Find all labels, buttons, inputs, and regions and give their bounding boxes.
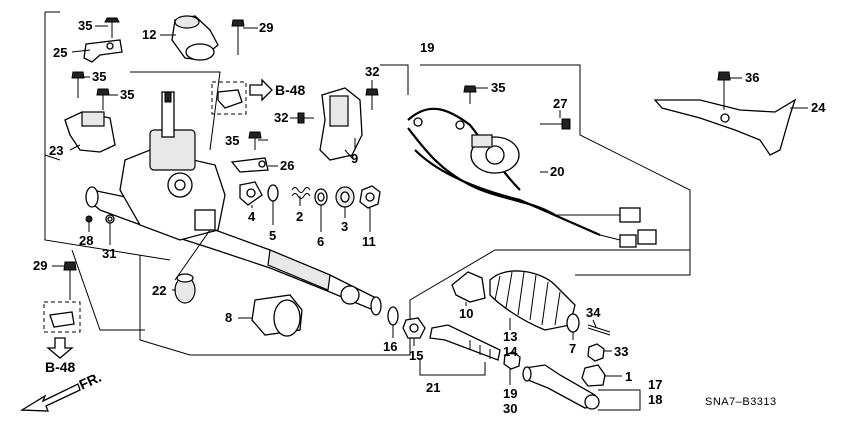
label-20: 20 (550, 164, 564, 179)
label-25: 25 (53, 45, 67, 60)
label-35d: 35 (491, 80, 505, 95)
label-16: 16 (383, 339, 397, 354)
label-29a: 29 (259, 20, 273, 35)
plug-3 (335, 186, 355, 208)
label-18: 18 (648, 392, 662, 407)
bracket-9 (319, 87, 363, 161)
label-4: 4 (248, 209, 256, 224)
label-2: 2 (296, 209, 303, 224)
ring-10 (451, 271, 486, 303)
steering-rack-assembly (85, 91, 382, 316)
bolt-35a (104, 17, 120, 38)
bolt-27 (540, 118, 571, 130)
nut-19-30 (503, 351, 521, 370)
bracket-25 (83, 39, 123, 63)
tie-rod-end-17-18 (522, 364, 600, 410)
bolt-29a (231, 19, 245, 55)
screw-28 (85, 215, 93, 223)
label-6: 6 (317, 234, 324, 249)
bracket-24 (653, 98, 797, 156)
label-30: 30 (503, 401, 517, 416)
label-35a: 35 (78, 18, 92, 33)
tie-rod-21 (429, 324, 501, 361)
label-32a: 32 (365, 64, 379, 79)
spring-2 (291, 187, 311, 199)
label-35b: 35 (92, 69, 106, 84)
label-36: 36 (745, 70, 759, 85)
mount-22 (174, 273, 196, 304)
label-1: 1 (625, 369, 632, 384)
assembly-outline (44, 11, 691, 356)
bolt-35d (463, 85, 477, 104)
label-27: 27 (553, 96, 567, 111)
label-35c: 35 (120, 87, 134, 102)
cotter-pin-34 (587, 324, 611, 336)
ring-5 (267, 184, 279, 202)
bolt-32a (365, 88, 379, 110)
label-19b: 19 (503, 386, 517, 401)
label-26: 26 (280, 158, 294, 173)
label-15: 15 (409, 348, 423, 363)
arrow-b48-top (249, 78, 273, 102)
label-10: 10 (459, 306, 473, 321)
label-32b: 32 (274, 110, 288, 125)
boot-13-14 (489, 270, 576, 331)
label-11: 11 (362, 234, 376, 249)
bolt-35e (248, 131, 262, 150)
arrow-b48-bottom (46, 337, 74, 359)
seal-16 (387, 306, 399, 326)
bolt-35b (71, 71, 85, 98)
nut-11 (359, 185, 381, 209)
label-22: 22 (152, 283, 166, 298)
washer-6 (314, 188, 328, 206)
label-14: 14 (503, 344, 518, 359)
ref-b48-top: B-48 (275, 82, 306, 98)
clip-b48-top (211, 81, 247, 115)
label-12: 12 (142, 27, 156, 42)
bracket-26 (230, 157, 269, 173)
front-label: FR. (77, 369, 104, 393)
grommet-31 (105, 214, 115, 224)
label-28: 28 (79, 233, 93, 248)
bolt-35c (96, 88, 110, 110)
ref-b48-bottom: B-48 (45, 359, 76, 375)
label-8: 8 (225, 310, 232, 325)
leader-lines (52, 25, 808, 411)
diagram-code: SNA7–B3313 (705, 396, 777, 408)
nut-33 (587, 343, 605, 362)
boot-12 (171, 15, 219, 61)
label-3: 3 (341, 219, 348, 234)
bushing-8 (251, 294, 303, 337)
label-24: 24 (811, 100, 826, 115)
label-5: 5 (269, 228, 276, 243)
bolt-29b (63, 261, 77, 300)
label-33: 33 (614, 344, 628, 359)
label-21: 21 (426, 380, 440, 395)
callout-labels: 35 25 12 29 35 35 32 32 19 35 36 24 27 2… (33, 18, 826, 416)
label-9: 9 (351, 151, 358, 166)
bolt-32b (297, 112, 314, 124)
seal-4 (239, 181, 263, 206)
ball-joint-1 (581, 364, 606, 387)
label-19: 19 (420, 40, 434, 55)
label-29b: 29 (33, 258, 47, 273)
front-arrow-icon (19, 383, 81, 412)
label-13: 13 (503, 329, 517, 344)
hose-assembly-20 (407, 107, 657, 248)
washer-15 (402, 317, 426, 339)
sensor-23 (64, 111, 116, 153)
clip-7 (566, 313, 580, 333)
label-35e: 35 (225, 133, 239, 148)
label-31: 31 (102, 246, 116, 261)
label-17: 17 (648, 377, 662, 392)
bolt-36 (717, 71, 731, 110)
label-7: 7 (569, 341, 576, 356)
label-34: 34 (586, 305, 601, 320)
label-23: 23 (49, 143, 63, 158)
clip-b48-bottom (43, 301, 81, 333)
